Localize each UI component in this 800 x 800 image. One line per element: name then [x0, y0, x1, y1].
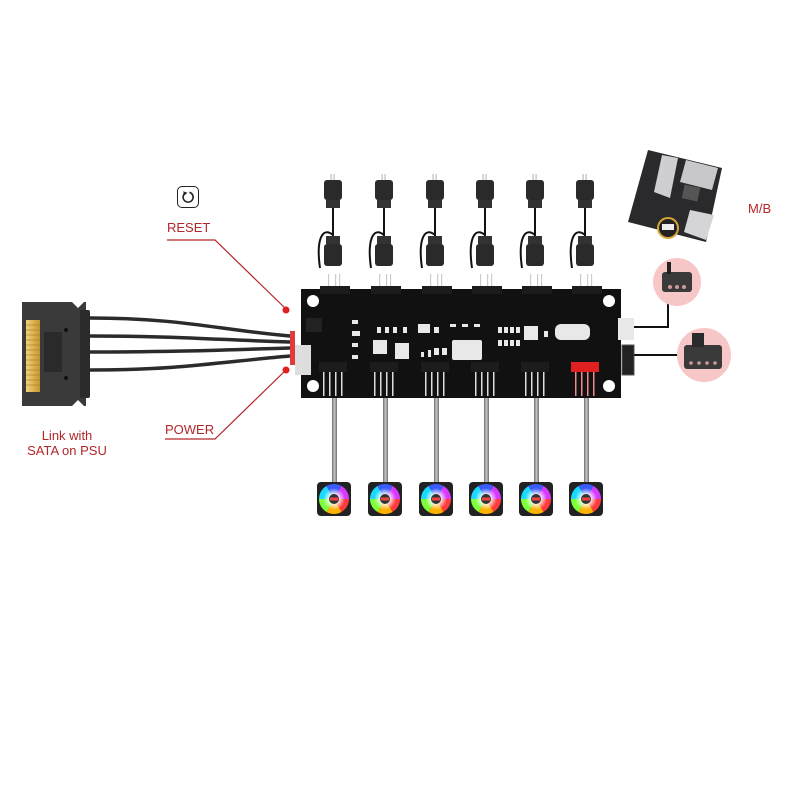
argb-output-cable: [368, 174, 401, 294]
rgb-fan-icon: [419, 482, 453, 516]
fan-header: [421, 362, 449, 372]
reset-pointer-line: [167, 239, 287, 310]
rgb-fan-icon: [519, 482, 553, 516]
reset-button-marker: [282, 306, 290, 314]
power-pointer-line: [165, 369, 287, 440]
argb-output-cable: [469, 174, 502, 294]
fan-cable: [434, 398, 439, 482]
sata-cables: [89, 316, 291, 372]
reset-rotate-icon: [182, 191, 194, 203]
argb-output-cable: [317, 174, 350, 294]
power-input-connector-highlight: [290, 331, 295, 365]
argb-output-cable: [569, 174, 602, 294]
reset-label: RESET: [167, 220, 211, 235]
fan-4pin-plug-closeup: [677, 328, 731, 382]
fan-cable: [584, 398, 589, 482]
power-label: POWER: [165, 422, 215, 437]
rgb-fan-icon: [469, 482, 503, 516]
argb-plug-closeup: [653, 258, 701, 306]
fan-channel: [469, 362, 503, 516]
fan-channel: [569, 362, 603, 516]
fan-header: [521, 362, 549, 372]
power-led-marker: [282, 366, 290, 374]
argb-output-cable: [519, 174, 552, 294]
fan-channel: [419, 362, 453, 516]
fan-header: [319, 362, 347, 372]
fan-cable: [383, 398, 388, 482]
motherboard-image: [628, 150, 722, 242]
sata-power-connector: [22, 302, 90, 406]
psu-link-line1: Link with: [41, 428, 93, 443]
fan-header: [471, 362, 499, 372]
fan-channel: [368, 362, 402, 516]
reset-button-icon: [177, 186, 199, 208]
fan-header: [370, 362, 398, 372]
fan-channel: [519, 362, 553, 516]
psu-link-label: Link with SATA on PSU: [27, 428, 107, 458]
fan-header: [571, 362, 599, 372]
argb-input-header: [618, 318, 634, 340]
fan-input-header: [621, 344, 635, 376]
rgb-fan-icon: [569, 482, 603, 516]
fan-cable: [484, 398, 489, 482]
hub-pcb: [295, 289, 635, 398]
input-cables: [634, 300, 680, 356]
fan-cable: [332, 398, 337, 482]
rgb-fan-icon: [317, 482, 351, 516]
fan-channel: [317, 362, 351, 516]
psu-link-line2: SATA on PSU: [27, 443, 107, 458]
rgb-fan-icon: [368, 482, 402, 516]
argb-output-cable: [419, 174, 452, 294]
fan-cable: [534, 398, 539, 482]
motherboard-label: M/B: [748, 201, 772, 216]
